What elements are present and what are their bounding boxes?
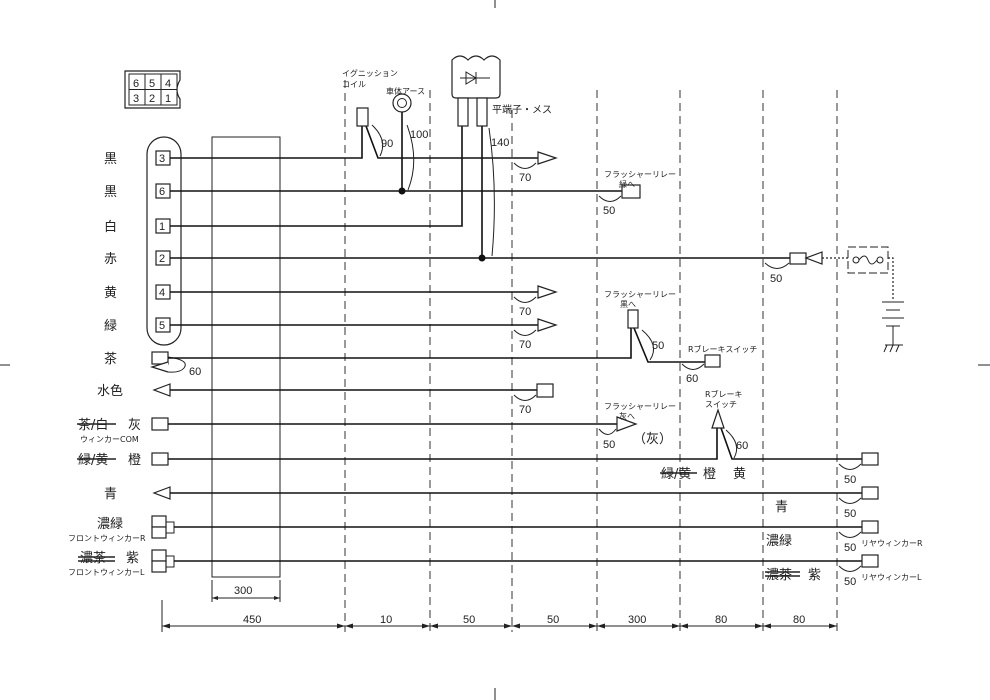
connector-face: 6 5 4 3 2 1 [124,70,181,109]
fuse-icon [847,246,889,274]
ignition-coil-terminal [356,107,369,127]
pin-number: 3 [159,153,165,165]
rear-winker-r-label: リヤウィンカーR [861,539,923,548]
pin-3: 3 [133,93,139,105]
ignition-coil-label: コイル [342,80,366,89]
component-labels: イグニッション コイル 車体アース 平端子・メス フラッシャーリレー 緑へ フラ… [342,68,923,583]
wire-label: 橙 [128,453,141,468]
gray-mark: （灰） [633,432,672,447]
dimension-label: 450 [243,614,261,626]
dimension-label: 80 [715,614,727,626]
length: 70 [519,404,531,416]
right-label: 黄 [733,467,746,482]
length: 70 [519,306,531,318]
wire-label: 黒 [104,185,117,200]
rear-winker-l-label: リヤウィンカーL [861,573,922,582]
length: 50 [652,340,664,352]
length: 50 [844,474,856,486]
section-lines [344,80,838,632]
wire-label: 黒 [104,152,117,167]
flat-terminal-label: 平端子・メス [492,103,552,116]
wire-label: 濃緑 [97,517,123,532]
relay-label: 灰へ [619,411,635,421]
brake-switch-label: スイッチ [705,400,737,409]
length: 50 [844,576,856,588]
wire-label: 茶 [104,351,117,367]
pin-number: 4 [159,287,165,299]
ignition-coil-label: イグニッション [342,68,398,78]
relay-label: フラッシャーリレー [604,290,676,299]
wire-label: 灰 [128,418,141,433]
right-label: 橙 [703,467,716,482]
wire-label-old: 茶/白 [78,417,108,433]
diode-icon [451,55,501,127]
right-label-old: 濃茶 [766,567,792,583]
pin-number: 1 [159,221,165,233]
length: 50 [603,439,615,451]
length-values: 90 100 140 70 50 50 70 70 60 50 60 70 50… [189,129,856,588]
pin-number: 2 [159,253,165,265]
wire-label: 緑 [104,319,117,334]
wire-note: フロントウィンカーR [68,534,146,543]
pin-2: 2 [149,93,155,105]
dimension-label: 300 [628,614,646,626]
brake-switch-label: Rブレーキ [705,389,743,399]
wire-label: 水色 [97,383,123,399]
relay-label: 緑へ [619,179,635,189]
main-connector [146,136,182,346]
pin-5: 5 [149,78,155,90]
wire-label: 赤 [104,252,117,267]
relay-label: 黒へ [620,300,636,309]
length: 100 [410,129,428,141]
dimension-label: 10 [380,614,392,626]
length: 50 [770,273,782,285]
wire-labels: 黒 黒 白 赤 黄 緑 茶 水色 茶/白 灰 ウィンカーCOM 緑/黄 橙 青 … [68,152,146,577]
ground-ring [392,93,412,113]
length: 140 [491,137,509,149]
right-label: 濃緑 [766,534,792,549]
dimension-label: 300 [234,585,252,597]
length: 50 [844,508,856,520]
battery-icon [882,301,904,353]
brake-switch-label: Rブレーキスイッチ [688,344,757,354]
wires [149,55,904,573]
right-label-old: 緑/黄 [661,467,691,482]
wire-label: 青 [104,487,117,502]
dimension-lines: 300 450 10 50 50 300 80 80 [161,580,837,632]
relay-label: フラッシャーリレー [604,402,676,411]
wire-note: ウィンカーCOM [80,435,139,444]
pin-6: 6 [133,78,139,90]
dimension-label: 50 [463,614,475,626]
length: 70 [519,172,531,184]
dimension-label: 50 [547,614,559,626]
pin-number: 5 [159,320,165,332]
pin-1: 1 [165,93,171,105]
length: 50 [603,205,615,217]
length: 90 [381,138,393,150]
length: 60 [189,366,201,378]
wire-note: フロントウィンカーL [68,568,145,577]
length: 60 [686,373,698,385]
right-label: 紫 [808,568,821,583]
right-label: 青 [775,500,788,515]
protective-tube [211,136,281,578]
dimension-arrow [763,623,837,629]
wire-label: 紫 [126,551,139,566]
pin-number: 6 [159,186,165,198]
body-ground-label: 車体アース [386,86,425,96]
length: 60 [736,440,748,452]
dimension-label: 80 [793,614,805,626]
pin-4: 4 [165,78,171,90]
wire-label: 白 [104,219,117,235]
wire-label-old: 濃茶 [80,550,106,566]
length: 70 [519,339,531,351]
wire-label: 黄 [104,286,117,301]
wire-label-old: 緑/黄 [78,453,108,468]
relay-label: フラッシャーリレー [604,170,676,179]
length: 50 [844,542,856,554]
